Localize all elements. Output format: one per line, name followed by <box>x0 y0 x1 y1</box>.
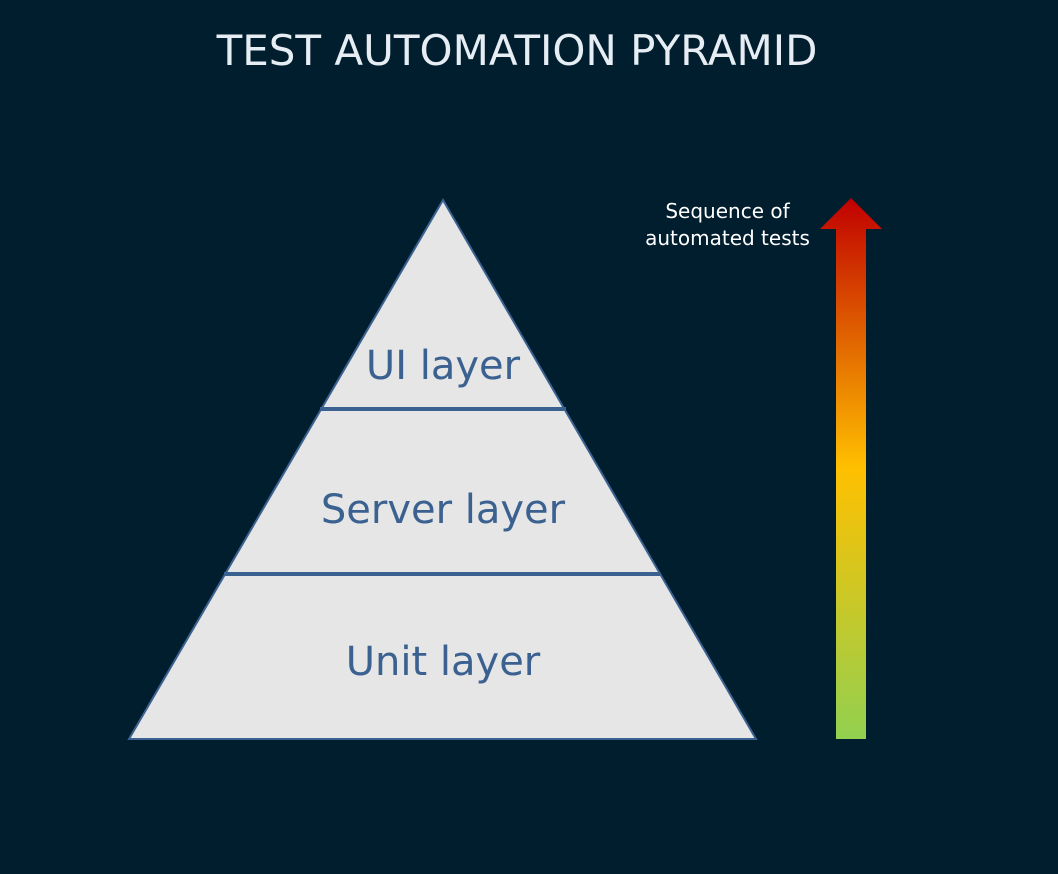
pyramid-shape <box>127 198 758 740</box>
sequence-arrow-label-line2: automated tests <box>645 226 810 250</box>
layer-label-unit: Unit layer <box>346 639 541 685</box>
layer-label-server: Server layer <box>321 487 566 533</box>
layer-label-ui: UI layer <box>366 343 521 389</box>
sequence-arrow-label-line1: Sequence of <box>665 199 790 223</box>
page-title: TEST AUTOMATION PYRAMID <box>216 26 818 75</box>
sequence-arrow-label: Sequence of automated tests <box>630 198 825 252</box>
sequence-arrow <box>820 198 882 739</box>
